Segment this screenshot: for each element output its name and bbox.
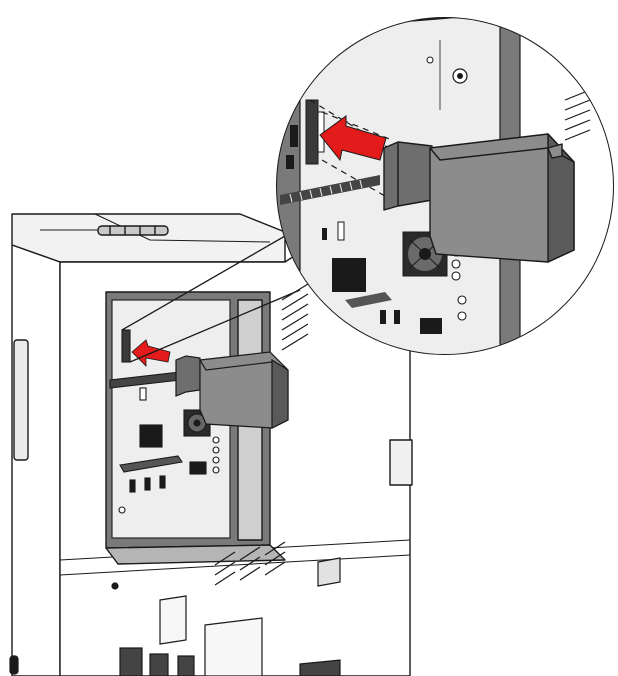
magnifier-callout-lines: [121, 231, 301, 363]
disk-connector-large: [305, 99, 319, 165]
lower-cabinet-details: [9, 557, 341, 676]
hard-disk-large: [383, 133, 575, 263]
roller-icon: [97, 225, 169, 236]
side-bracket: [389, 439, 413, 486]
ribbon-cable-large: [383, 141, 433, 211]
disk-connector-small: [121, 329, 131, 363]
processor-chip-small: [139, 424, 163, 448]
front-handle-recess: [13, 339, 29, 461]
ribbon-cable-small: [175, 355, 201, 397]
vent-grille-upper: [281, 283, 309, 351]
printer-top-surface: [11, 213, 286, 263]
hard-disk-small: [175, 351, 289, 429]
insert-arrow-large: [319, 115, 387, 162]
side-latch: [317, 557, 341, 587]
processor-chip-large: [332, 258, 366, 292]
vent-grille-lower: [214, 541, 286, 586]
